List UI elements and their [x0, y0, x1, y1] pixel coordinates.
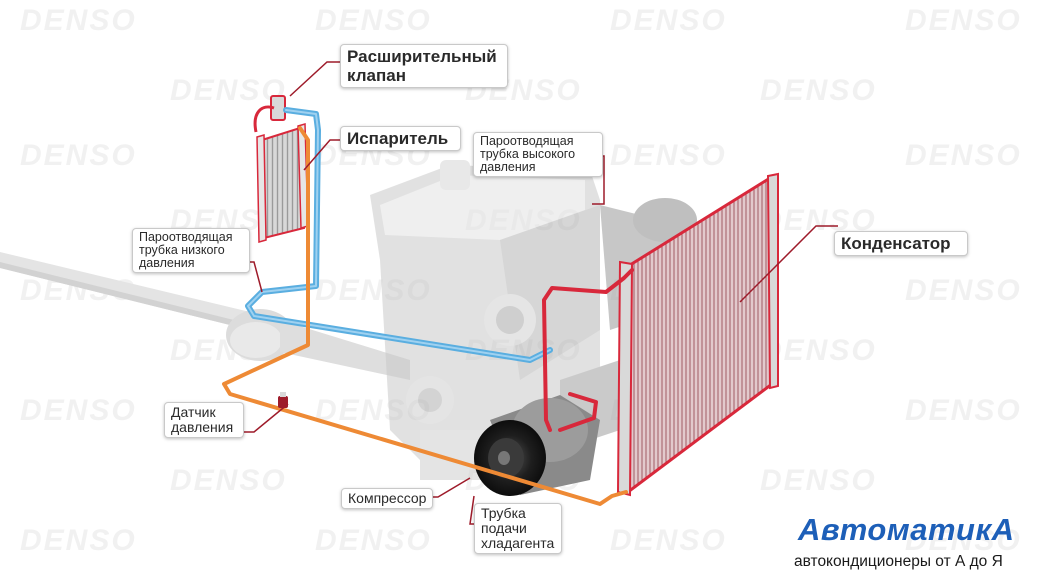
pressure-sensor-unit — [278, 392, 288, 408]
high-pressure-pipe-label: Пароотводящая трубка высокого давления — [473, 132, 603, 177]
watermark-text: DENSO — [20, 139, 137, 172]
refrigerant-pipe-label: Трубка подачи хладагента — [474, 503, 562, 554]
pressure-sensor-label: Датчик давления — [164, 402, 244, 438]
evaporator-label: Испаритель — [340, 126, 461, 151]
watermark-text: DENSO — [760, 464, 877, 497]
brand-tagline: автокондиционеры от А до Я — [794, 553, 1003, 570]
condenser-label: Конденсатор — [834, 231, 968, 256]
watermark-text: DENSO — [905, 4, 1022, 37]
evaporator-unit — [256, 123, 309, 243]
watermark-text: DENSO — [610, 139, 727, 172]
watermark-text: DENSO — [610, 4, 727, 37]
watermark-text: DENSO — [315, 4, 432, 37]
liquid-pipe — [222, 126, 628, 506]
expansion-valve-label: Расширительный клапан — [340, 44, 508, 88]
compressor-unit — [474, 395, 600, 496]
watermark-text: DENSO — [905, 274, 1022, 307]
watermark-text: DENSO — [610, 524, 727, 557]
high-pressure-pipe — [542, 268, 634, 432]
watermark-text: DENSO — [760, 74, 877, 107]
watermark-text: DENSO — [20, 524, 137, 557]
watermark-text: DENSO — [170, 74, 287, 107]
watermark-text: DENSO — [760, 334, 877, 367]
brand-logo-text: АвтоматикА — [798, 512, 1015, 547]
watermark-text: DENSO — [905, 139, 1022, 172]
watermark-text: DENSO — [20, 4, 137, 37]
compressor-label: Компрессор — [341, 488, 433, 509]
condenser-unit — [616, 172, 779, 497]
watermark-text: DENSO — [20, 394, 137, 427]
watermark-text: DENSO — [170, 464, 287, 497]
watermark-text: DENSO — [315, 524, 432, 557]
watermark-text: DENSO — [905, 394, 1022, 427]
watermark-text: DENSO — [905, 524, 1022, 557]
expansion-valve-unit — [253, 95, 286, 133]
low-pressure-pipe-label: Пароотводящая трубка низкого давления — [132, 228, 250, 273]
exhaust-pipe — [0, 252, 410, 380]
